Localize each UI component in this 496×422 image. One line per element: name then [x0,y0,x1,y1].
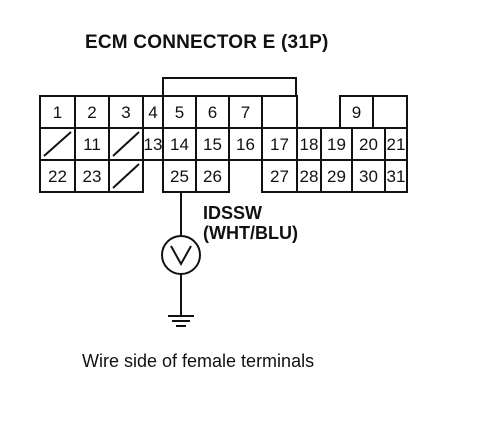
pin-label-26: 26 [203,167,222,186]
pin-label-27: 27 [270,167,289,186]
pin-label-29: 29 [327,167,346,186]
pin-label-17: 17 [270,135,289,154]
connector-lock-tab [162,77,297,96]
connector-cavity [351,159,386,193]
pin-label-25: 25 [170,167,189,186]
pin-label-13: 13 [144,135,163,154]
connector-cavity [384,159,408,193]
connector-cavity [372,95,408,129]
connector-cavity [74,95,110,129]
voltmeter-symbol [161,235,201,275]
pin-label-1: 1 [53,103,62,122]
connector-cavity [162,159,197,193]
unused-cavity-slash [112,131,140,157]
unused-cavity-slash [112,163,140,189]
pin-label-6: 6 [208,103,217,122]
pin-label-22: 22 [48,167,67,186]
pin-label-11: 11 [83,135,101,154]
pin-label-7: 7 [241,103,250,122]
pin-label-31: 31 [387,167,406,186]
diagram-title: ECM CONNECTOR E (31P) [85,32,329,53]
pin-label-16: 16 [236,135,255,154]
ground-icon [168,315,194,327]
pin-label-18: 18 [300,135,319,154]
pin-label-3: 3 [121,103,130,122]
connector-cavity [320,159,353,193]
pin-label-4: 4 [148,103,157,122]
signal-wire-color: (WHT/BLU) [203,223,298,243]
pin-label-15: 15 [203,135,222,154]
connector-cavity [296,159,322,193]
connector-cavity [195,159,230,193]
test-circuit [161,192,201,327]
pin-label-21: 21 [387,135,406,154]
pin-label-14: 14 [170,135,189,154]
connector-cavity [339,95,374,129]
pin-label-28: 28 [300,167,319,186]
connector-cavity [39,159,76,193]
connector-cavity [261,95,298,129]
pin-label-2: 2 [87,103,96,122]
pin-label-19: 19 [327,135,346,154]
unused-cavity-slash [43,131,72,157]
voltmeter-v-glyph [170,245,192,267]
pin-label-9: 9 [352,103,361,122]
pin-label-20: 20 [359,135,378,154]
pin-label-23: 23 [83,167,102,186]
diagram-caption: Wire side of female terminals [82,351,315,371]
pin-label-30: 30 [359,167,378,186]
pin-label-5: 5 [175,103,184,122]
signal-name: IDSSW [203,203,263,223]
connector-cavity [261,159,298,193]
